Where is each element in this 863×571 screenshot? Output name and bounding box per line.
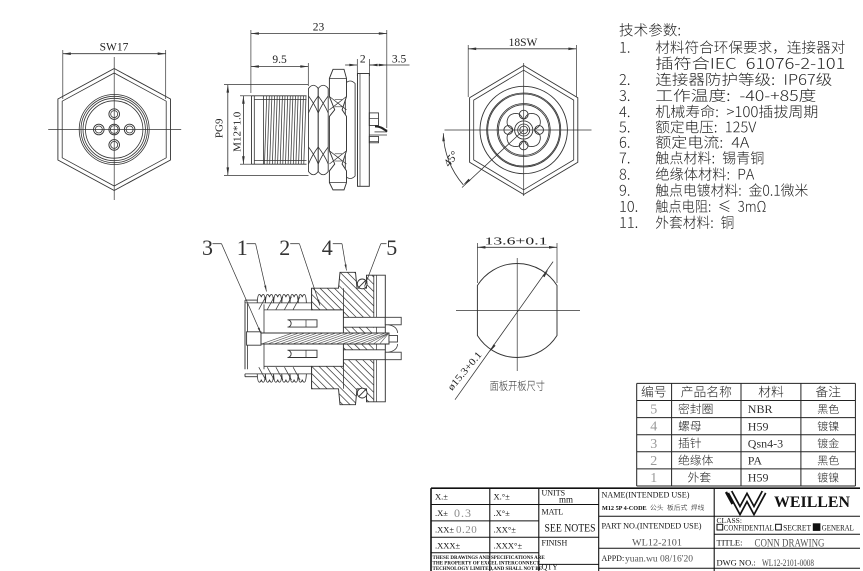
svg-text:WEILLEN: WEILLEN	[774, 494, 850, 511]
svg-text:mm: mm	[559, 495, 573, 505]
svg-text:QTY: QTY	[542, 563, 559, 571]
svg-text:M12 5P 4-CODE: M12 5P 4-CODE	[602, 505, 647, 512]
svg-text:CLASS:: CLASS:	[717, 516, 742, 525]
svg-text:1: 1	[650, 471, 657, 486]
svg-text:H59: H59	[748, 471, 769, 485]
svg-text:18SW: 18SW	[509, 37, 538, 49]
svg-text:3: 3	[202, 235, 213, 260]
svg-text:TITLE:: TITLE:	[717, 538, 743, 548]
svg-text:5: 5	[650, 403, 657, 418]
svg-text:4: 4	[650, 420, 657, 435]
svg-text:2: 2	[279, 235, 290, 260]
svg-text:3: 3	[650, 437, 657, 452]
svg-text:CONN DRAWING: CONN DRAWING	[755, 538, 825, 550]
svg-text:SECRET: SECRET	[783, 523, 811, 532]
svg-text:UNITS: UNITS	[542, 489, 566, 498]
svg-text:0.20: 0.20	[456, 524, 477, 536]
svg-text:CONFIDENTIAL: CONFIDENTIAL	[724, 523, 774, 532]
svg-text:4: 4	[322, 235, 333, 260]
svg-text:3.5: 3.5	[392, 54, 407, 66]
svg-text:yuan.wu 08/16'20: yuan.wu 08/16'20	[625, 553, 694, 563]
svg-text:X.±: X.±	[435, 492, 448, 502]
svg-text:Qsn4-3: Qsn4-3	[748, 436, 783, 450]
svg-text:X.°±: X.°±	[494, 492, 511, 502]
svg-text:TECHNOLOGY LIMITED,AND SHALL N: TECHNOLOGY LIMITED,AND SHALL NOT BE	[433, 567, 543, 571]
svg-text:.X°±: .X°±	[494, 508, 511, 518]
svg-text:WL12-2101-0008: WL12-2101-0008	[762, 559, 814, 569]
svg-text:THE PROPERTY OF EXCEL INTERCON: THE PROPERTY OF EXCEL INTERCONNECT	[433, 562, 541, 567]
svg-text:2: 2	[360, 54, 366, 66]
svg-text:PART NO.(INTENDED USE): PART NO.(INTENDED USE)	[602, 522, 702, 531]
svg-text:0.3: 0.3	[454, 506, 472, 520]
svg-text:.X±: .X±	[435, 508, 448, 518]
svg-text:.XX°±: .XX°±	[494, 524, 517, 534]
svg-text:5: 5	[386, 235, 397, 260]
svg-text:.XXX±: .XXX±	[435, 541, 461, 551]
svg-text:1: 1	[237, 235, 248, 260]
svg-text:PG9: PG9	[213, 118, 225, 138]
svg-text:THESE DRAWINGS AND SPECIFICATI: THESE DRAWINGS AND SPECIFICATIONS ARE	[433, 556, 546, 561]
svg-text:NBR: NBR	[748, 402, 773, 416]
svg-text:PA: PA	[748, 454, 763, 468]
svg-text:SEE NOTES: SEE NOTES	[545, 521, 596, 535]
svg-text:FINISH: FINISH	[542, 539, 568, 548]
svg-text:2: 2	[650, 454, 657, 469]
svg-text:NAME(INTENDED USE): NAME(INTENDED USE)	[602, 491, 690, 500]
svg-text:M12*1.0: M12*1.0	[231, 111, 243, 152]
svg-text:H59: H59	[748, 419, 769, 433]
svg-text:DWG NO.:: DWG NO.:	[717, 558, 756, 568]
svg-text:.XX±: .XX±	[435, 524, 454, 534]
svg-text:23: 23	[313, 22, 325, 34]
svg-text:SW17: SW17	[100, 42, 129, 54]
svg-text:.XXX°±: .XXX°±	[494, 541, 523, 551]
svg-text:MATL: MATL	[542, 508, 564, 517]
svg-text:GENERAL: GENERAL	[822, 523, 854, 532]
svg-text:WL12-2101: WL12-2101	[632, 538, 682, 548]
svg-text:APPD:: APPD:	[602, 554, 625, 563]
svg-text:9.5: 9.5	[272, 54, 287, 66]
svg-text:13.6+0.1: 13.6+0.1	[485, 235, 548, 247]
